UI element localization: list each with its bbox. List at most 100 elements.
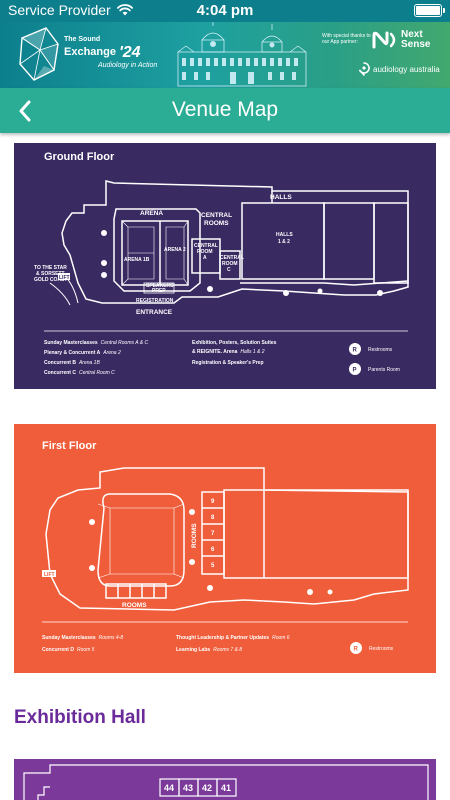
booth-43[interactable]: 43 bbox=[178, 778, 199, 797]
booth-number: 42 bbox=[202, 783, 212, 793]
label-arena-2: ARENA 2 bbox=[164, 247, 186, 253]
booth-42[interactable]: 42 bbox=[197, 778, 218, 797]
carrier-label: Service Provider bbox=[8, 2, 111, 18]
event-title: The Sound Exchange'24 Audiology in Actio… bbox=[64, 36, 157, 69]
speakers-prep-room bbox=[143, 282, 175, 294]
label-arena: ARENA bbox=[140, 210, 163, 217]
legend-item-name: Sunday Masterclasses bbox=[42, 635, 96, 641]
first-floor-seating bbox=[97, 503, 185, 579]
legend-item-name: Learning Labs bbox=[176, 647, 210, 653]
first-floor-legend-right: R Restrooms bbox=[350, 642, 394, 654]
label-rooms-vertical: ROOMS bbox=[191, 523, 198, 548]
first-floor-map-drawing: First Floor bbox=[42, 440, 409, 654]
battery-fill bbox=[416, 6, 440, 15]
exhibition-hall-map-drawing: 44 43 42 41 bbox=[23, 764, 429, 800]
ground-floor-map-drawing: Ground Floor bbox=[34, 151, 409, 376]
legend-item-name: Concurrent D bbox=[42, 647, 74, 653]
legend-item-name: Thought Leadership & Partner Updates bbox=[176, 635, 269, 641]
booth-41[interactable]: 41 bbox=[216, 778, 237, 797]
first-floor-outline bbox=[45, 467, 409, 611]
svg-text:Registration & Speaker's Prep: Registration & Speaker's Prep bbox=[192, 360, 264, 366]
map-scroll-area[interactable]: Ground Floor bbox=[0, 133, 450, 800]
parents-room-icon-letter: P bbox=[353, 368, 357, 374]
lift-marker bbox=[42, 570, 56, 577]
partner-thanks-text: With special thanks to our App partner: bbox=[322, 33, 371, 46]
exhibition-hall-map[interactable]: 44 43 42 41 bbox=[14, 759, 436, 800]
event-banner: The Sound Exchange'24 Audiology in Actio… bbox=[0, 22, 450, 88]
label-lift: LIFT bbox=[44, 572, 55, 578]
booth-number: 44 bbox=[164, 783, 174, 793]
legend-item-name: Sunday Masterclasses bbox=[44, 340, 98, 346]
event-year: '24 bbox=[118, 44, 141, 61]
legend-item-location: Halls 1 & 2 bbox=[240, 349, 264, 355]
booth-44[interactable]: 44 bbox=[159, 778, 180, 797]
legend-item-name: Registration & Speaker's Prep bbox=[192, 360, 264, 366]
event-tagline: Audiology in Action bbox=[98, 62, 158, 69]
legend-item-name: Concurrent C bbox=[44, 370, 76, 376]
label-to-star-2: & SORSETT bbox=[36, 271, 65, 277]
ground-floor-map[interactable]: Ground Floor bbox=[14, 143, 436, 389]
legend-item-name: Plenary & Concurrent A bbox=[44, 350, 101, 356]
wifi-icon bbox=[116, 4, 133, 16]
legend-item-name: Concurrent B bbox=[44, 360, 76, 366]
exhibition-outline bbox=[23, 764, 429, 800]
ground-floor-amenity-markers bbox=[101, 230, 383, 296]
legend-item-location: Rooms 4-8 bbox=[99, 635, 124, 641]
chevron-left-icon bbox=[19, 100, 31, 122]
label-rooms: ROOMS bbox=[122, 602, 147, 609]
room-number-6: 6 bbox=[211, 547, 215, 553]
ground-floor-outline bbox=[61, 180, 409, 304]
label-central-room-c-2: ROOM bbox=[222, 261, 238, 267]
label-arena-1b: ARENA 1B bbox=[124, 257, 150, 263]
status-time: 4:04 pm bbox=[196, 2, 254, 19]
nextsense-text: Next Sense bbox=[401, 30, 430, 50]
label-central-rooms-1: CENTRAL bbox=[201, 212, 232, 219]
label-central-room-c-3: C bbox=[227, 267, 231, 273]
legend-parents-room: Parents Room bbox=[368, 367, 400, 373]
status-right bbox=[414, 4, 445, 17]
label-speakers-prep-2: PREP bbox=[152, 288, 166, 294]
exhibition-hall-heading: Exhibition Hall bbox=[14, 707, 146, 728]
first-floor-title: First Floor bbox=[42, 440, 97, 452]
status-bar: Service Provider 4:04 pm bbox=[0, 0, 450, 22]
label-entrance: ENTRANCE bbox=[136, 309, 173, 316]
nextsense-logo: Next Sense bbox=[372, 30, 430, 50]
legend-item-location: Central Room C bbox=[79, 370, 115, 376]
audiology-australia-logo: audiology australia bbox=[358, 62, 440, 76]
nextsense-text-line2: Sense bbox=[401, 39, 431, 50]
svg-text:Thought Leadership & Partner U: Thought Leadership & Partner UpdatesRoom… bbox=[176, 635, 290, 641]
back-button[interactable] bbox=[10, 96, 40, 126]
first-floor-map[interactable]: First Floor bbox=[14, 424, 436, 673]
label-central-room-a-1: CENTRAL bbox=[194, 243, 218, 249]
restroom-icon-letter: R bbox=[354, 647, 359, 653]
label-registration: REGISTRATION bbox=[136, 298, 174, 304]
nextsense-text-line1: Next bbox=[401, 29, 423, 40]
label-central-rooms-2: ROOMS bbox=[204, 220, 229, 227]
status-left: Service Provider bbox=[8, 2, 133, 18]
ground-floor-title: Ground Floor bbox=[44, 151, 115, 163]
restroom-icon bbox=[350, 642, 362, 654]
first-floor-amenity-markers bbox=[89, 509, 333, 595]
legend-restrooms: Restrooms bbox=[369, 646, 394, 652]
legend-item-location: Arena 2 bbox=[102, 350, 121, 356]
arena-seating bbox=[121, 220, 189, 286]
page-title: Venue Map bbox=[171, 98, 279, 121]
restroom-icon-letter: R bbox=[353, 348, 358, 354]
legend-item-location: Central Rooms A & C bbox=[101, 340, 149, 346]
label-halls-1-2-a: HALLS bbox=[276, 232, 293, 238]
audiology-text: audiology australia bbox=[373, 64, 440, 74]
booth-number: 43 bbox=[183, 783, 193, 793]
label-central-room-a-3: A bbox=[203, 255, 207, 261]
label-central-room-c-1: CENTRAL bbox=[220, 255, 244, 261]
label-speakers-prep-1: SPEAKERS' bbox=[146, 283, 175, 289]
